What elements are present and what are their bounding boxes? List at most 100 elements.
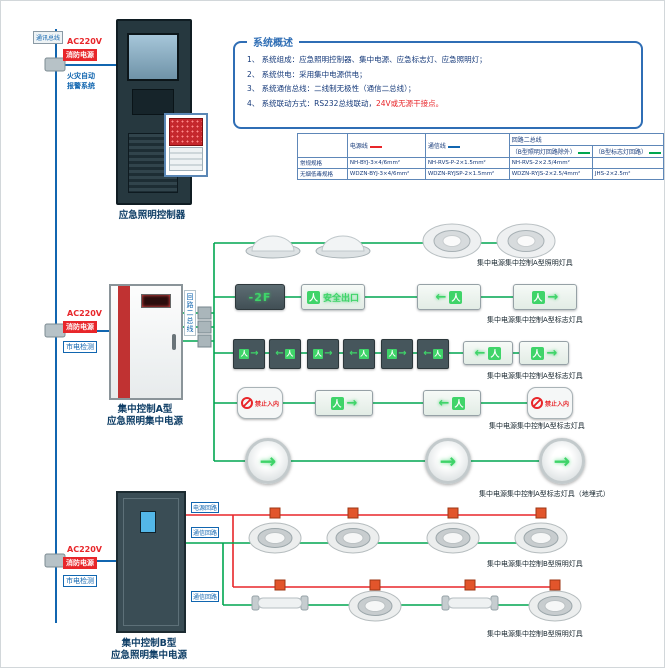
sign-panel: ←人 bbox=[269, 339, 301, 369]
loop-line-swatch-icon bbox=[577, 151, 590, 154]
row-regular-label: 常规规格 bbox=[297, 157, 348, 169]
cell: JHS-2×2.5m² bbox=[591, 168, 664, 180]
bus-connector-icon bbox=[44, 57, 66, 568]
recessed-shape bbox=[496, 223, 556, 259]
row-caption: 集中电源集中控制A型标志灯具 bbox=[487, 316, 583, 324]
arrow-right-icon: → bbox=[547, 289, 559, 305]
downlight-shape bbox=[426, 522, 480, 554]
running-man-icon: 人 bbox=[531, 290, 545, 304]
downlight-icon bbox=[247, 521, 303, 559]
comm-line-swatch-icon bbox=[447, 145, 460, 148]
downlight-icon bbox=[325, 521, 381, 559]
row-caption: 集中电源集中控制B型照明灯具 bbox=[487, 630, 583, 638]
downlight-icon bbox=[425, 521, 481, 559]
led-matrix-icon bbox=[169, 118, 203, 146]
col-loop-sub2-label: （B型标志灯回路） bbox=[594, 149, 647, 156]
table-row-lowsmoke: 无烟低毒规格 WDZN-BYJ-3×4/6mm² WDZN-RYJSP-2×1.… bbox=[297, 168, 664, 180]
sign-text: 禁止入内 bbox=[254, 400, 279, 408]
arrow-right-icon: → bbox=[259, 449, 277, 473]
sign-panel: 人→ bbox=[307, 339, 339, 369]
arrow-right-icon: → bbox=[546, 345, 558, 361]
col-power-header: 电源线 bbox=[346, 133, 426, 158]
arrow-right-icon: → bbox=[250, 348, 259, 359]
loop-terminal-icon bbox=[197, 306, 212, 348]
system-overview-box: 系统概述 1、 系统组成：应急照明控制器、集中电源、应急标志灯、应急照明灯； 2… bbox=[233, 34, 643, 129]
lamp-connector-icon bbox=[269, 507, 561, 591]
sign-text: 禁止入内 bbox=[544, 400, 569, 408]
col-comm-header: 通信线 bbox=[424, 133, 510, 158]
dome-shape bbox=[315, 235, 371, 259]
status-screen bbox=[140, 511, 156, 533]
arrow-left-icon: ← bbox=[423, 348, 432, 359]
overview-item-4: 4、 系统联动方式：RS232总线联动，24V或无源干接点。 bbox=[247, 97, 633, 112]
floor-light-icon: → bbox=[425, 438, 471, 484]
cabinet-b-caption-1: 集中控制B型 bbox=[121, 638, 177, 649]
loop-bus-vertical-label: 回路二总线 bbox=[184, 290, 196, 336]
hanging-exit-sign: 人→ ←人 bbox=[307, 339, 375, 369]
col-loop-label: 回路二总线 bbox=[511, 137, 542, 144]
exit-sign-right: 人 → bbox=[315, 390, 373, 416]
comm-loop-label-2: 通信回路 bbox=[191, 591, 220, 602]
arrow-left-icon: ← bbox=[435, 289, 447, 305]
cell: WDZN-BYJ-3×4/6mm² bbox=[346, 168, 426, 180]
overview-item-1: 1、 系统组成：应急照明控制器、集中电源、应急标志灯、应急照明灯； bbox=[247, 55, 487, 64]
arrow-right-icon: → bbox=[553, 449, 571, 473]
col-loop-header: 回路二总线 bbox=[508, 133, 664, 146]
cabinet-door bbox=[123, 498, 179, 626]
table-corner-cell bbox=[297, 133, 348, 158]
sign-panel: ←人 bbox=[417, 339, 449, 369]
hanging-exit-sign: 人→ ←人 bbox=[381, 339, 449, 369]
fire-power-badge: 消防电源 bbox=[63, 557, 97, 569]
comm-loop-label: 通信回路 bbox=[191, 527, 220, 538]
recessed-light-icon bbox=[495, 222, 557, 264]
running-man-icon: 人 bbox=[387, 349, 398, 359]
controller-cabinet bbox=[116, 19, 192, 205]
arrow-right-icon: → bbox=[439, 449, 457, 473]
power-line-swatch-icon bbox=[369, 145, 382, 148]
controller-panel bbox=[132, 89, 174, 115]
running-man-icon: 人 bbox=[530, 346, 544, 360]
loop-line-swatch-icon bbox=[648, 151, 661, 154]
no-entry-sign: 禁止入内 bbox=[237, 387, 283, 419]
overview-item-4-highlight: 24V或无源干接点。 bbox=[375, 98, 444, 108]
col-loop-sub1-label: （B型照明灯回路除外） bbox=[511, 149, 576, 156]
running-man-icon: 人 bbox=[452, 396, 466, 410]
tube-light-icon bbox=[251, 593, 309, 617]
power-cabinet-a bbox=[109, 284, 183, 400]
cell: WDZN-RYJSP-2×1.5mm² bbox=[424, 168, 510, 180]
running-man-icon: 人 bbox=[488, 346, 502, 360]
exit-sign-left: ← 人 bbox=[417, 284, 481, 310]
row-caption: 集中电源集中控制A型照明灯具 bbox=[477, 259, 573, 267]
cell: NH-BYJ-3×4/6mm² bbox=[346, 157, 426, 169]
running-man-icon: 人 bbox=[306, 290, 320, 304]
controller-caption: 应急照明控制器 bbox=[118, 210, 186, 221]
dome-shape bbox=[245, 235, 301, 259]
row-caption: 集中电源集中控制B型照明灯具 bbox=[487, 560, 583, 568]
power-cabinet-b bbox=[116, 491, 186, 633]
downlight-shape bbox=[248, 522, 302, 554]
ac-power-label: AC220V bbox=[67, 37, 102, 46]
overview-title: 系统概述 bbox=[247, 34, 299, 49]
sign-panel: 人→ bbox=[381, 339, 413, 369]
ac-power-label: AC220V bbox=[67, 309, 102, 318]
downlight-icon bbox=[527, 589, 583, 627]
sign-text: 安全出口 bbox=[322, 293, 359, 304]
overview-item-4-text: 4、 系统联动方式：RS232总线联动， bbox=[247, 98, 376, 108]
no-entry-sign: 禁止入内 bbox=[527, 387, 573, 419]
downlight-shape bbox=[348, 590, 402, 622]
col-loop-sub2-header: （B型标志灯回路） bbox=[591, 145, 664, 158]
fire-power-badge: 消防电源 bbox=[63, 321, 97, 333]
cabinet-a-caption-2: 应急照明集中电源 bbox=[106, 416, 183, 427]
ac-power-label: AC220V bbox=[67, 545, 102, 554]
floor-indicator-sign: -2F bbox=[235, 284, 285, 310]
cell: WDZN-RYJS-2×2.5/4mm² bbox=[508, 168, 593, 180]
exit-sign-left: ← 人 bbox=[463, 341, 513, 365]
ceiling-light-icon bbox=[314, 227, 372, 263]
downlight-shape bbox=[514, 522, 568, 554]
downlight-icon bbox=[513, 521, 569, 559]
alarm-repeater-panel bbox=[164, 113, 208, 177]
running-man-icon: 人 bbox=[449, 290, 463, 304]
downlight-shape bbox=[326, 522, 380, 554]
controller-screen bbox=[127, 33, 179, 81]
